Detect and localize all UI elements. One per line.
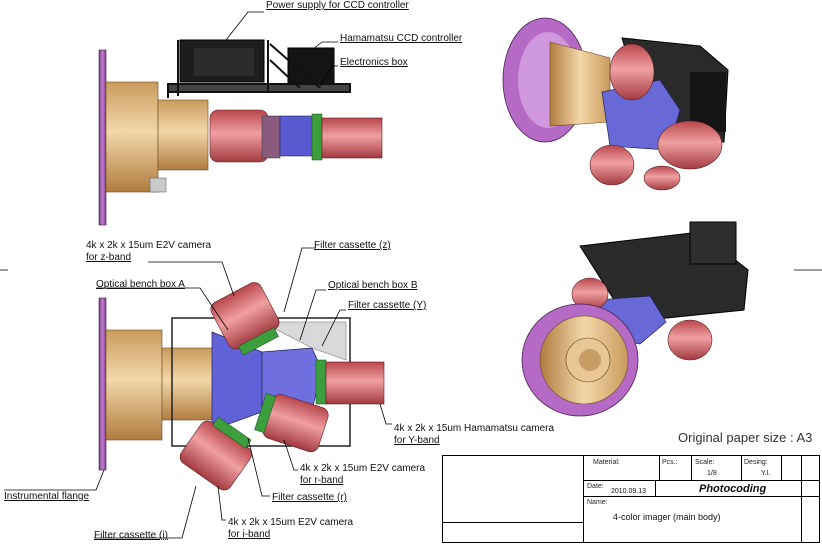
label-electronics-box: Electronics box	[340, 57, 408, 68]
top-view	[98, 282, 385, 491]
title-block: Material: Pcs.: Scale: 1/8 Desing: Y.I. …	[442, 455, 820, 543]
date-label: Date:	[587, 483, 604, 490]
label-y-camera-line1: 4k x 2k x 15um Hamamatsu camera	[394, 423, 555, 434]
label-z-camera-line1: 4k x 2k x 15um E2V camera	[86, 240, 212, 251]
z-camera-side	[209, 109, 269, 163]
optical-bench-side	[279, 115, 315, 157]
label-optical-bench-b: Optical bench box B	[328, 280, 418, 291]
material-label: Material:	[593, 459, 620, 466]
label-filter-cassette-r: Filter cassette (r)	[272, 492, 348, 503]
company-logo: Photocoding	[699, 483, 767, 495]
label-filter-cassette-z: Filter cassette (z)	[314, 240, 391, 251]
name-label: Name:	[587, 499, 608, 506]
scale-label: Scale:	[695, 459, 715, 466]
electronics-frame	[167, 40, 351, 98]
y-camera	[325, 361, 385, 405]
instrumental-flange-top	[98, 49, 107, 226]
isometric-view-top	[502, 17, 729, 191]
label-power-supply: Power supply for CCD controller	[266, 0, 409, 11]
brass-cylinder-small	[161, 347, 215, 421]
design-value: Y.I.	[761, 470, 771, 477]
paper-size-note: Original paper size : A3	[678, 430, 813, 445]
label-hamamatsu-controller: Hamamatsu CCD controller	[340, 33, 463, 44]
grey-mount-top	[149, 177, 167, 193]
brass-cylinder-large-top	[105, 81, 159, 193]
pcs-label: Pcs.:	[662, 459, 678, 466]
leader-lines	[0, 11, 822, 539]
brass-cylinder-large	[105, 329, 163, 441]
instrumental-flange	[98, 297, 107, 471]
isometric-view-bottom	[521, 221, 749, 417]
label-i-camera-line1: 4k x 2k x 15um E2V camera	[228, 517, 354, 528]
label-i-camera-line2: for i-band	[228, 529, 271, 540]
brass-cylinder-small-top	[157, 99, 209, 171]
label-optical-bench-a: Optical bench box A	[96, 279, 185, 290]
label-instrumental-flange: Instrumental flange	[4, 491, 90, 502]
drawing-name: 4-color imager (main body)	[613, 512, 721, 522]
y-camera-side	[321, 117, 383, 159]
label-z-camera-line2: for z-band	[86, 252, 132, 263]
label-filter-cassette-i: Filter cassette (i)	[94, 530, 168, 541]
label-r-camera-line1: 4k x 2k x 15um E2V camera	[300, 463, 426, 474]
side-view	[98, 39, 383, 226]
i-camera	[179, 420, 252, 491]
date-value: 2010.09.13	[611, 488, 647, 495]
design-label: Desing:	[744, 459, 768, 466]
label-filter-cassette-y: Filter cassette (Y)	[348, 300, 427, 311]
label-r-camera-line2: for r-band	[300, 475, 344, 486]
scale-value: 1/8	[707, 470, 717, 477]
label-y-camera-line2: for Y-band	[394, 435, 440, 446]
